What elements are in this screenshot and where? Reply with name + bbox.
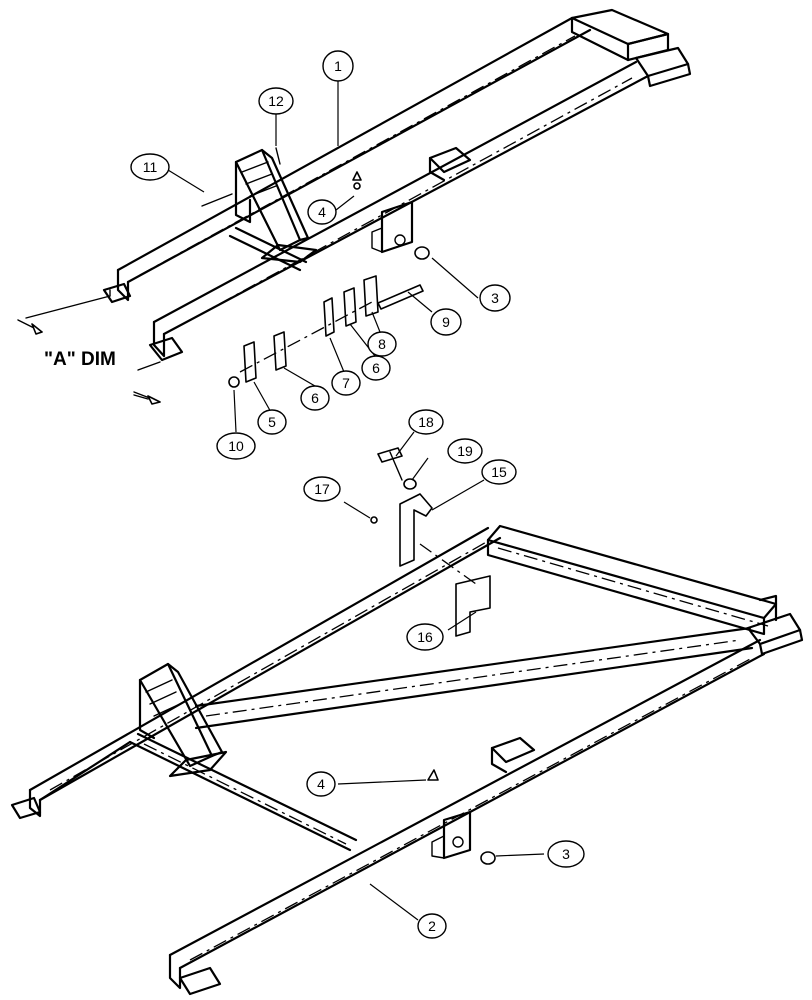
- callout-8: 8: [367, 331, 397, 357]
- callout-6: 6: [361, 355, 391, 381]
- callout-5: 5: [257, 409, 287, 435]
- callout-16: 16: [406, 623, 444, 651]
- callout-3: 3: [547, 840, 585, 868]
- callout-1: 1: [322, 50, 354, 82]
- svg-text:2: 2: [428, 918, 436, 934]
- svg-text:19: 19: [457, 443, 473, 459]
- lower-hardware: [370, 447, 496, 865]
- callout-7: 7: [331, 370, 361, 396]
- svg-text:3: 3: [491, 290, 499, 306]
- a-dim-label: "A" DIM: [44, 349, 116, 370]
- callout-19: 19: [447, 438, 483, 464]
- callout-15: 15: [481, 459, 517, 485]
- svg-text:4: 4: [318, 204, 326, 220]
- callout-4: 4: [306, 771, 336, 797]
- svg-text:12: 12: [268, 93, 284, 109]
- svg-text:18: 18: [418, 414, 434, 430]
- svg-text:7: 7: [342, 375, 350, 391]
- svg-text:3: 3: [562, 846, 570, 862]
- callout-4: 4: [307, 199, 337, 225]
- svg-text:17: 17: [314, 481, 330, 497]
- svg-text:16: 16: [417, 629, 433, 645]
- lower-frame-assembly: [10, 524, 804, 996]
- svg-text:11: 11: [143, 159, 158, 175]
- callout-3: 3: [479, 284, 511, 312]
- callout-12: 12: [258, 87, 294, 115]
- dimension-arrows: [17, 319, 161, 405]
- callout-17: 17: [303, 476, 341, 502]
- callout-18: 18: [408, 409, 444, 435]
- callout-2: 2: [417, 913, 447, 939]
- callout-6: 6: [300, 385, 330, 411]
- svg-text:1: 1: [334, 58, 342, 74]
- upper-frame-assembly: [25, 8, 692, 400]
- svg-text:15: 15: [491, 464, 507, 480]
- callout-9: 9: [430, 308, 462, 336]
- svg-text:6: 6: [311, 390, 319, 406]
- svg-text:4: 4: [317, 776, 325, 792]
- svg-text:10: 10: [228, 438, 244, 454]
- svg-text:6: 6: [372, 360, 380, 376]
- svg-text:5: 5: [268, 414, 276, 430]
- leader-lines: [167, 80, 545, 921]
- svg-text:9: 9: [442, 314, 450, 330]
- upper-hardware: [201, 147, 430, 388]
- svg-text:8: 8: [378, 336, 386, 352]
- callout-10: 10: [216, 432, 256, 460]
- callout-11: 11: [130, 153, 170, 181]
